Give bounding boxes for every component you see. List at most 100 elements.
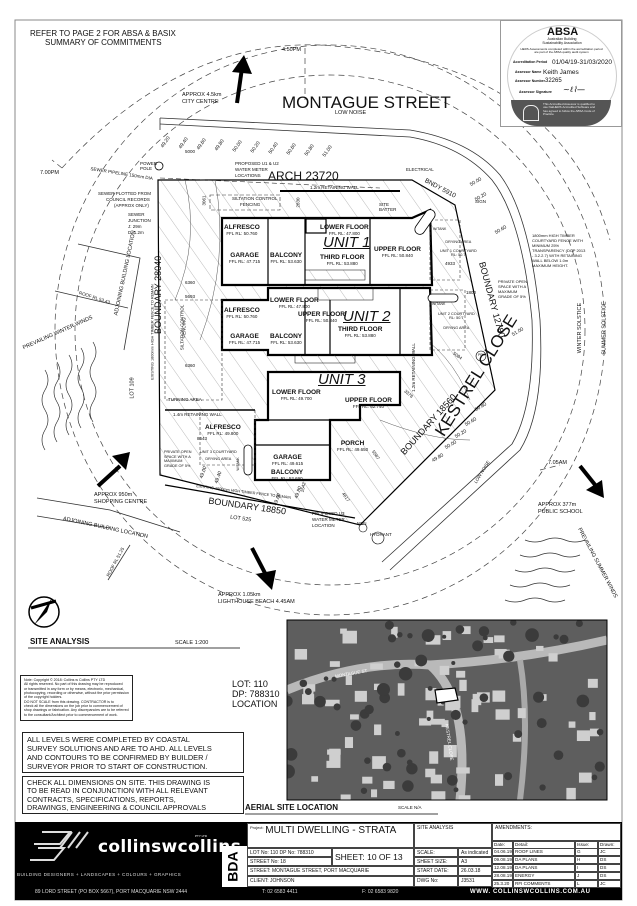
note-line: check all the dimensions on the job prio… [24, 703, 123, 708]
sewer-junction-1: SEWER [128, 212, 145, 217]
aerial-tree [406, 759, 413, 766]
aerial-roof [370, 663, 383, 670]
aerial-roof [345, 675, 352, 686]
aerial-tree [304, 688, 312, 695]
aerial-roof [495, 774, 504, 786]
aerial-tree [504, 772, 513, 781]
aerial-tree [394, 661, 401, 668]
aerial-tree [397, 631, 403, 638]
amendment-row: G [575, 848, 598, 856]
levels-note: ALL LEVELS WERE COMPLETED BY COASTAL SUR… [22, 732, 244, 773]
note-line: TO BE READ IN CONJUNCTION WITH ALL RELEV… [27, 786, 208, 796]
pos-line: MAXIMUM [164, 459, 183, 464]
absa-stamp: ABSA Australian Building Sustainability … [500, 20, 622, 127]
aerial-roof [578, 772, 592, 783]
room-name: ALFRESCO [205, 424, 241, 431]
direction-arrows [96, 55, 604, 590]
room-name: PORCH [340, 440, 365, 447]
aerial-tree [287, 695, 293, 707]
note-line: to the consultant/Architect prior to com… [24, 712, 118, 717]
aerial-tree [376, 682, 391, 697]
aerial-tree [503, 650, 515, 662]
aerial-tree [591, 774, 598, 781]
street-cell: STREET: MONTAGUE STREET, PORT MACQUARIE [247, 866, 414, 876]
amendment-row: RFI COMMENTS [513, 880, 575, 888]
note-line: DRAWINGS, ENGINEERING & COUNCIL APPROVAL… [27, 803, 207, 813]
room-name: LOWER FLOOR [320, 224, 369, 231]
sheet-size-label: SHEET SIZE: [414, 857, 458, 866]
retaining-wall-side: 1.2m RETAINING WALL [410, 343, 416, 392]
aerial-tree [364, 757, 371, 764]
shopping-2: SHOPPING CENTRE [94, 499, 148, 505]
aerial-roof [456, 767, 470, 774]
aerial-roof [461, 626, 471, 635]
dimension: 5693 [185, 294, 196, 299]
u1-tank-label: W/TANK [433, 227, 447, 231]
sign-label: SIGN [475, 199, 487, 204]
amendment-row: DS [598, 872, 621, 880]
units-outline [220, 208, 434, 482]
aerial-tree [478, 626, 490, 637]
room-level: FFL RL: 53.880 [326, 261, 358, 266]
school-1: APPROX 377m [538, 502, 577, 508]
aerial-roof [425, 635, 441, 645]
courtyard-rl: RL: 50.7 [449, 316, 464, 321]
sewer-plotted-1: SEWER PLOTTED FROM [98, 191, 152, 196]
lot-109: LOT 109 [129, 377, 136, 399]
street-noise: LOW NOISE [335, 110, 367, 116]
refer-note-line1: REFER TO PAGE 2 FOR ABSA & BASIX [30, 29, 176, 38]
water-meter-u3-2: WATER METER [312, 517, 345, 522]
sewer-junction-4: D: 1.2m [128, 230, 144, 235]
aerial-roof [294, 649, 308, 660]
note-line: All rights reserved. No part of this dra… [24, 682, 123, 687]
amendment-row: ROOF LINES [513, 848, 575, 856]
room-name: ALFRESCO [224, 224, 260, 231]
aerial-roof [354, 690, 367, 702]
absa-subtitle: Australian Building Sustainability Assoc… [542, 37, 582, 45]
aerial-tree [455, 625, 465, 634]
aerial-roof [439, 665, 450, 675]
water-meter-1: PROPOSED U1 & U2 [235, 161, 279, 166]
hydrant-label: HYDRANT [370, 532, 392, 537]
pos-line: SPACE WITH A [164, 454, 191, 459]
aerial-roof [431, 791, 446, 800]
aerial-roof [576, 730, 590, 742]
note-line: SURVEYOR PRIOR TO START OF CONSTRUCTION. [27, 762, 208, 772]
aerial-photo [287, 620, 607, 800]
fence-note-line: TRANSPARENCY (DCP 2013 [532, 248, 586, 253]
amendment-row: 28.08.19 [492, 872, 513, 880]
aerial-roof [342, 630, 357, 644]
amendment-row: ENERGY [513, 872, 575, 880]
aerial-tree [360, 787, 368, 794]
aerial-tree [398, 667, 413, 681]
amendment-row: I [575, 864, 598, 872]
aerial-tree [533, 691, 545, 703]
water-meter-3: LOCATIONS [235, 173, 261, 178]
siltation-side-2: FENCING [181, 317, 187, 338]
room-name: GARAGE [273, 454, 302, 461]
note-line: CHECK ALL DIMENSIONS ON SITE. THIS DRAWI… [27, 778, 211, 787]
amendments-title: AMENDMENTS: [492, 823, 621, 841]
amendment-row: DA PLANS [513, 864, 575, 872]
pos-note-line: MAXIMUM [498, 289, 518, 294]
sewer-junction-3: J: 29m [128, 224, 142, 229]
room-level: FFL RL: 53.880 [344, 333, 376, 338]
aerial-roof [419, 718, 432, 726]
aerial-roof [441, 720, 449, 728]
absa-period: 01/04/19-31/03/2020 [552, 59, 612, 66]
dimension: 2830 [295, 197, 301, 208]
amendment-row: DS [598, 856, 621, 864]
scale-value: As indicated [458, 848, 492, 857]
aerial-tree [450, 709, 461, 720]
dwg-value: J3531 [458, 876, 492, 887]
aerial-roof [344, 737, 354, 748]
company-phone: T: 02 6583 4411 [262, 889, 298, 895]
aerial-tree [406, 762, 418, 775]
electrical-top: ELECTRICAL [406, 167, 434, 172]
